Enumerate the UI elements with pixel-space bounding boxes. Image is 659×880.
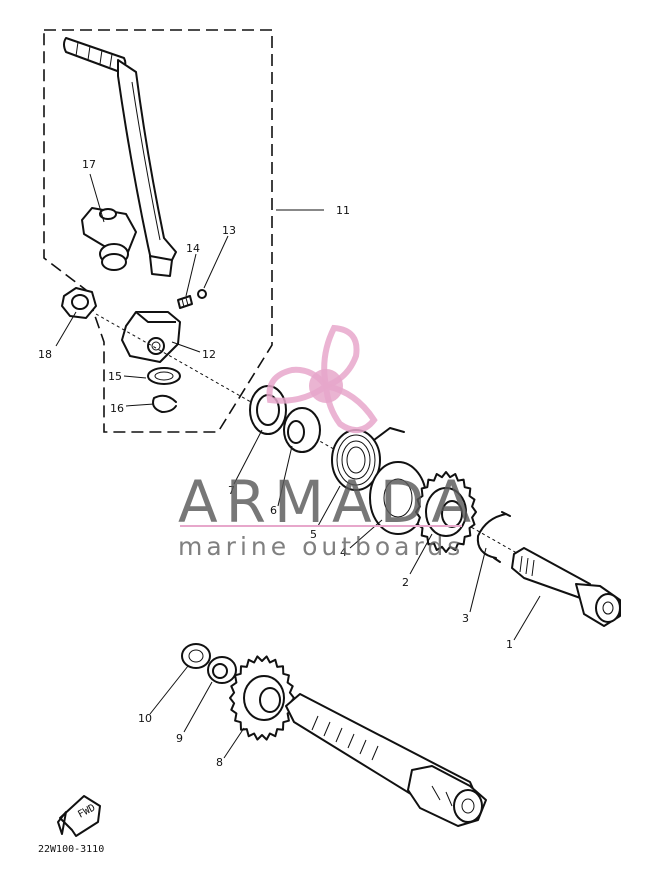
watermark-title: ARMADA xyxy=(178,468,479,536)
part-8-idle-gear xyxy=(229,655,295,741)
callout-12: 12 xyxy=(202,348,216,361)
callout-11: 11 xyxy=(336,204,350,217)
fwd-arrow-icon: FWD xyxy=(57,795,101,837)
callout-18: 18 xyxy=(38,348,52,361)
callout-7: 7 xyxy=(228,484,235,497)
callout-2: 2 xyxy=(402,576,409,589)
part-6-collar xyxy=(283,407,321,453)
part-9-bushing xyxy=(207,656,237,684)
part-13-ball xyxy=(197,289,207,299)
callout-9: 9 xyxy=(176,732,183,745)
lower-shaft xyxy=(285,693,487,827)
part-15-washer xyxy=(147,367,181,385)
callout-16: 16 xyxy=(110,402,124,415)
callout-15: 15 xyxy=(108,370,122,383)
watermark: ARMADA marine outboards xyxy=(178,324,479,561)
callout-1: 1 xyxy=(506,638,513,651)
assembly-boundary-11 xyxy=(43,29,273,433)
leader-lines xyxy=(55,173,541,759)
propeller-logo-icon xyxy=(266,324,378,433)
callout-13: 13 xyxy=(222,224,236,237)
callout-3: 3 xyxy=(462,612,469,625)
watermark-subtitle: marine outboards xyxy=(178,532,464,561)
part-5-torsion-spring xyxy=(331,427,405,491)
part-2-kick-gear xyxy=(415,471,477,553)
watermark-rule xyxy=(180,525,462,527)
callout-5: 5 xyxy=(310,528,317,541)
callout-4: 4 xyxy=(340,546,347,559)
part-1-kick-axle xyxy=(511,547,621,627)
callout-6: 6 xyxy=(270,504,277,517)
callout-14: 14 xyxy=(186,242,200,255)
callout-10: 10 xyxy=(138,712,152,725)
callout-17: 17 xyxy=(82,158,96,171)
part-16-circlip xyxy=(152,394,177,413)
part-18-nut xyxy=(61,287,97,319)
part-17-kick-crank xyxy=(63,37,177,277)
callout-labels: 17 11 13 14 12 18 15 16 7 6 5 4 2 3 1 10… xyxy=(38,158,513,769)
part-14-screw xyxy=(177,295,193,309)
callout-8: 8 xyxy=(216,756,223,769)
part-10-washer xyxy=(181,643,211,669)
drawing-code: 22W100-3110 xyxy=(38,844,104,855)
part-12-kick-boss xyxy=(121,311,181,363)
part-3-circlip xyxy=(476,513,507,559)
